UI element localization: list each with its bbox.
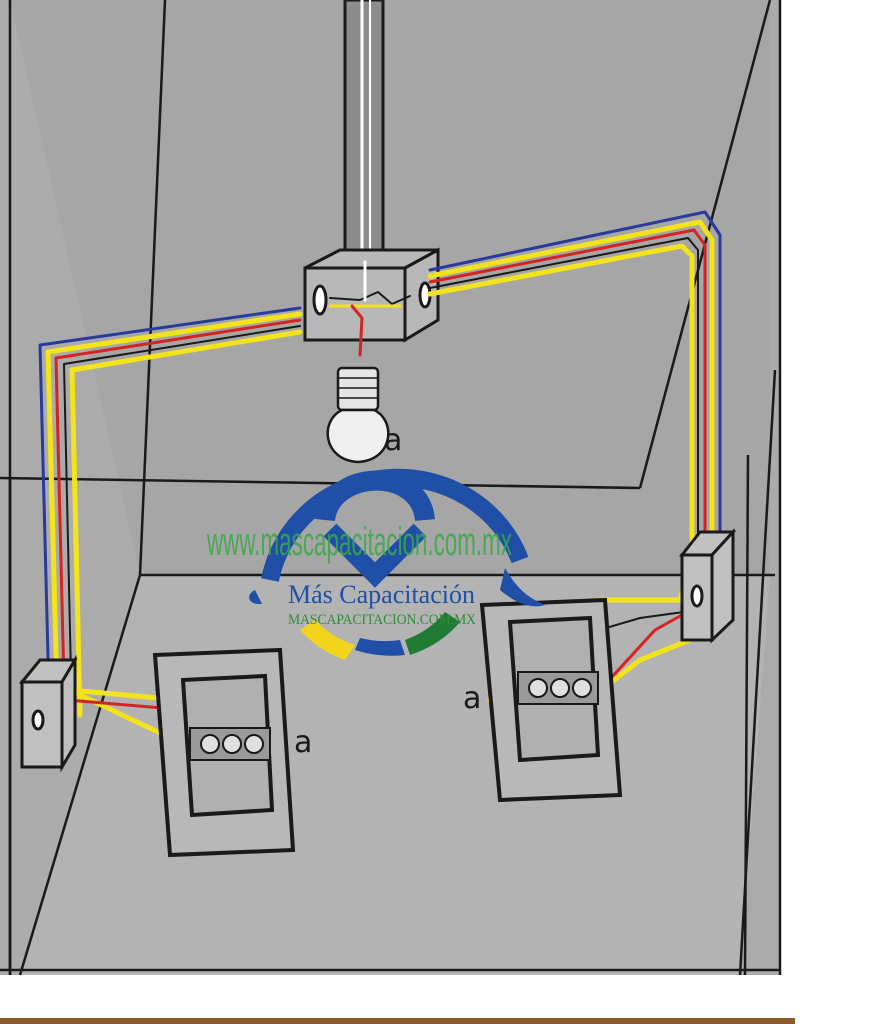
switch-left-label: a	[294, 725, 312, 760]
watermark-url: www.mascapacitacion.com.mx	[206, 520, 512, 564]
watermark-logo	[249, 468, 545, 660]
ceiling-conduit	[343, 0, 385, 264]
bottom-rule	[0, 1018, 795, 1024]
light-bulb	[326, 366, 390, 464]
lamp-label: a	[384, 423, 402, 458]
junction-box	[303, 247, 440, 343]
brand-name: Más Capacitación	[288, 580, 475, 609]
right-switch	[479, 597, 623, 803]
left-wall-box	[18, 654, 78, 773]
switch-right-label: a	[463, 681, 481, 716]
brand-url: MASCAPACITACION.COM.MX	[288, 612, 476, 628]
left-switch	[152, 647, 296, 858]
right-wall-box	[678, 528, 737, 644]
